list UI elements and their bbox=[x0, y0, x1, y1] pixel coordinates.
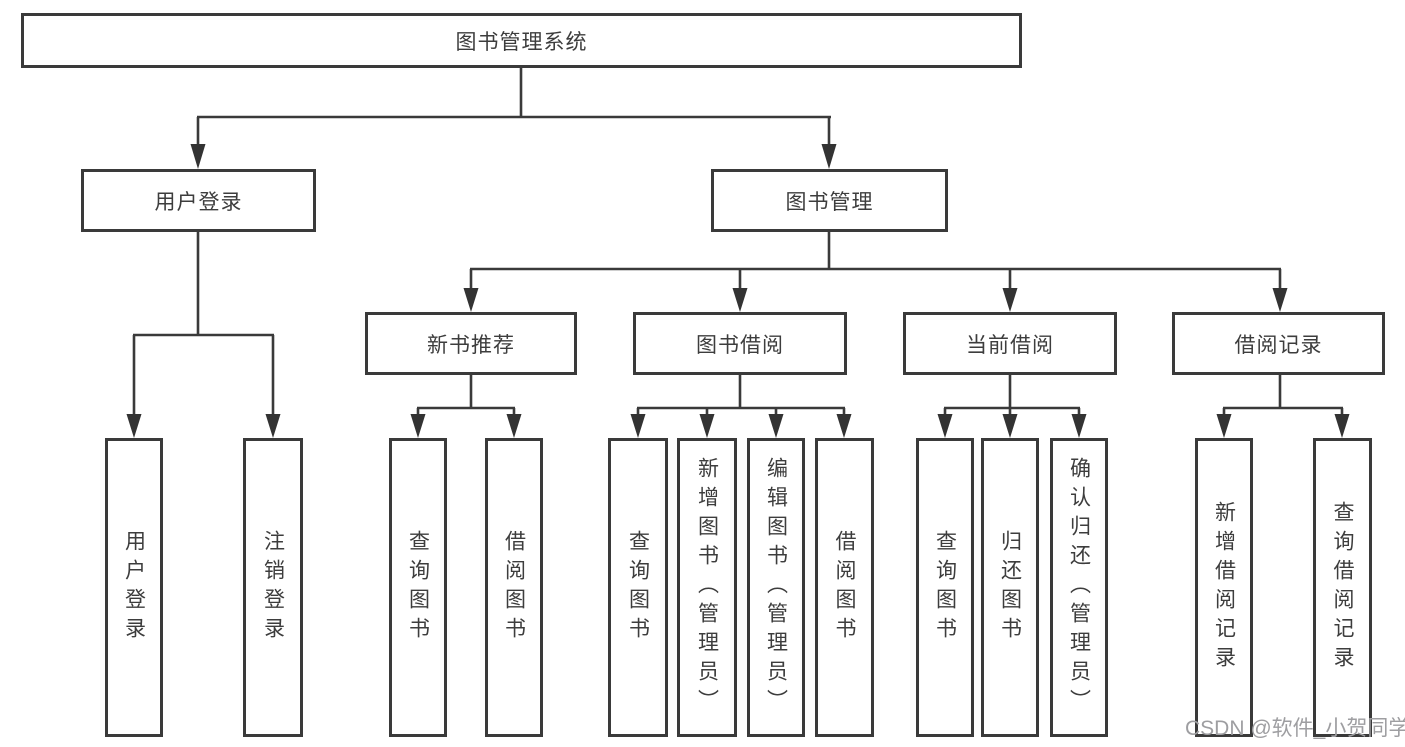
node-label: 当前借阅 bbox=[966, 333, 1054, 357]
node-query-borrow-record: 查询借阅记录 bbox=[1313, 438, 1372, 737]
node-label: 查询图书 bbox=[626, 529, 650, 646]
node-query-books-borrowing: 查询图书 bbox=[608, 438, 668, 737]
node-label: 编辑图书（管理员） bbox=[764, 457, 788, 718]
node-confirm-return-admin: 确认归还（管理员） bbox=[1050, 438, 1108, 737]
node-borrow-books-borrowing: 借阅图书 bbox=[815, 438, 874, 737]
node-borrow-books-recommend: 借阅图书 bbox=[485, 438, 543, 737]
node-add-books-admin: 新增图书（管理员） bbox=[677, 438, 737, 737]
node-label: 新书推荐 bbox=[427, 333, 515, 357]
node-label: 图书管理 bbox=[785, 190, 874, 214]
node-label: 图书管理系统 bbox=[455, 30, 588, 54]
node-borrow-records: 借阅记录 bbox=[1172, 312, 1385, 375]
node-label: 图书借阅 bbox=[696, 333, 784, 357]
node-current-borrowing: 当前借阅 bbox=[903, 312, 1117, 375]
node-label: 归还图书 bbox=[998, 529, 1022, 646]
csdn-watermark: CSDN @软件_小贺同学 bbox=[1185, 717, 1405, 740]
node-return-books: 归还图书 bbox=[981, 438, 1039, 737]
node-add-borrow-record: 新增借阅记录 bbox=[1195, 438, 1253, 737]
node-label: 用户登录 bbox=[154, 190, 243, 214]
node-user-login-leaf: 用户登录 bbox=[105, 438, 163, 737]
node-user-login: 用户登录 bbox=[81, 169, 316, 232]
node-label: 借阅记录 bbox=[1234, 333, 1323, 357]
node-query-books-recommend: 查询图书 bbox=[389, 438, 447, 737]
node-label: 查询图书 bbox=[406, 529, 430, 646]
node-label: 借阅图书 bbox=[833, 529, 856, 646]
node-label: 新增图书（管理员） bbox=[695, 457, 719, 718]
node-book-borrowing: 图书借阅 bbox=[633, 312, 847, 375]
node-label: 确认归还（管理员） bbox=[1067, 457, 1091, 718]
node-new-book-recommend: 新书推荐 bbox=[365, 312, 577, 375]
node-logout: 注销登录 bbox=[243, 438, 303, 737]
node-label: 借阅图书 bbox=[502, 529, 526, 646]
node-library-management-system: 图书管理系统 bbox=[21, 13, 1022, 68]
node-label: 注销登录 bbox=[261, 529, 285, 646]
node-label: 查询借阅记录 bbox=[1331, 500, 1354, 675]
node-book-management: 图书管理 bbox=[711, 169, 948, 232]
node-label: 新增借阅记录 bbox=[1212, 500, 1236, 675]
node-edit-books-admin: 编辑图书（管理员） bbox=[747, 438, 805, 737]
node-label: 用户登录 bbox=[122, 529, 146, 646]
node-query-books-current: 查询图书 bbox=[916, 438, 974, 737]
node-label: 查询图书 bbox=[933, 529, 957, 646]
